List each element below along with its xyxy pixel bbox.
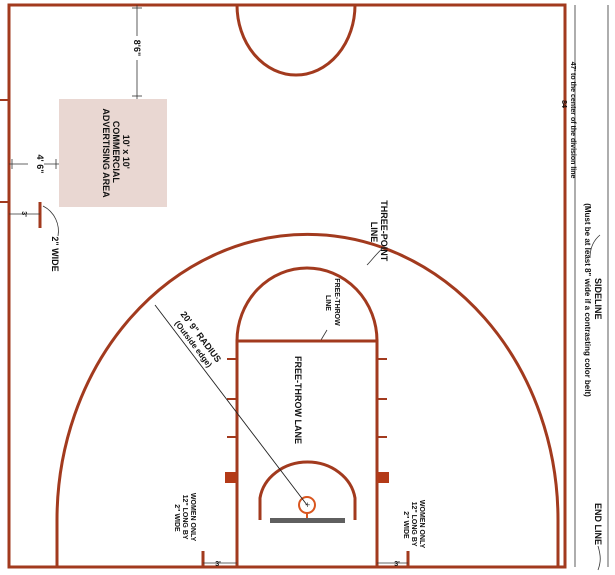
free-throw-lane-label: FREE-THROW LANE: [293, 356, 303, 444]
dim-3-bottom-left-label: 3': [215, 561, 221, 568]
lane-block-right: [377, 472, 389, 483]
center-circle: [235, 4, 357, 77]
restricted-area-arc: [258, 460, 357, 520]
three-point-arrow: [366, 246, 385, 266]
free-throw-circle: [235, 266, 379, 342]
women-only-left-label: WOMEN ONLY 12" LONG BY 2" WIDE: [173, 493, 196, 543]
free-throw-lane: [235, 339, 379, 569]
dim-label-bg: [128, 36, 146, 60]
women-only-right-label: WOMEN ONLY 12" LONG BY 2" WIDE: [402, 500, 425, 550]
division-number-label: 84: [560, 100, 567, 108]
lane-hash-marks: [227, 358, 387, 438]
three-point-line: [55, 232, 560, 567]
dim-8-6-label: 8'6": [132, 40, 142, 56]
free-throw-line-label: FREE-THROW LINE: [324, 278, 340, 327]
backboard: [270, 518, 345, 523]
sideline-arrow: [589, 234, 601, 259]
end-line-label: END LINE: [593, 503, 603, 545]
rim-center-mark: +: [305, 500, 310, 510]
three-point-line-label: THREE-POINT LINE: [369, 200, 389, 264]
division-note-label: 47' to the center of the division line: [569, 62, 576, 179]
dim-3-top-label: 3': [20, 211, 27, 217]
sideline-label: SIDELINE (Must be at least 8" wide if a …: [583, 203, 603, 397]
lane-block-left: [225, 472, 237, 483]
two-inch-wide-label: 2" WIDE: [50, 236, 60, 271]
dim-3-bottom-right-label: 3': [394, 561, 400, 568]
free-throw-arrow: [320, 329, 328, 341]
two-inch-arrow: [42, 205, 59, 237]
end-line-arrow: [597, 545, 601, 571]
radius-label: 20' 9" RADIUS (Outside edge): [171, 309, 225, 372]
advertising-area-label: 10' x 10' COMMERCIAL ADVERTISING AREA: [101, 108, 131, 198]
court-boundary: [7, 3, 567, 569]
radius-line: [154, 304, 308, 506]
advertising-area: [59, 99, 167, 207]
dim-4-6-label: 4' 6": [35, 155, 45, 174]
dim-label-bg: [28, 155, 44, 175]
